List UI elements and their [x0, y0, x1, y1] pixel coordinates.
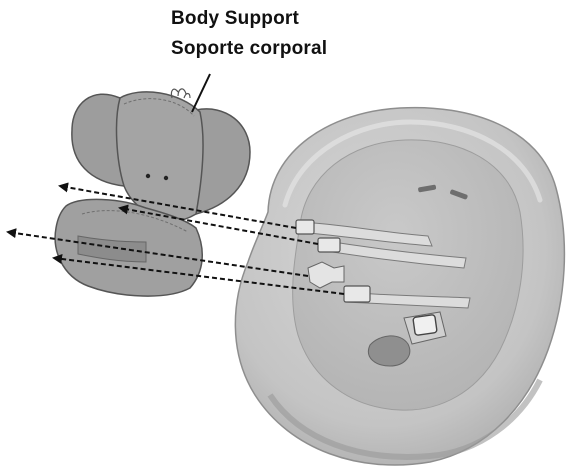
strap-buckle-middle — [318, 238, 340, 252]
strap-buckle-upper — [296, 220, 314, 234]
strap-buckle-lower — [344, 286, 370, 302]
crotch-buckle — [413, 315, 437, 336]
crotch-pad — [368, 336, 409, 366]
pad-right-ear — [196, 109, 250, 214]
callout-leader-line — [192, 74, 210, 112]
body-support-pad — [55, 89, 250, 296]
pad-head — [117, 92, 203, 221]
pad-eye-right — [164, 176, 168, 180]
pad-eye-left — [146, 174, 150, 178]
